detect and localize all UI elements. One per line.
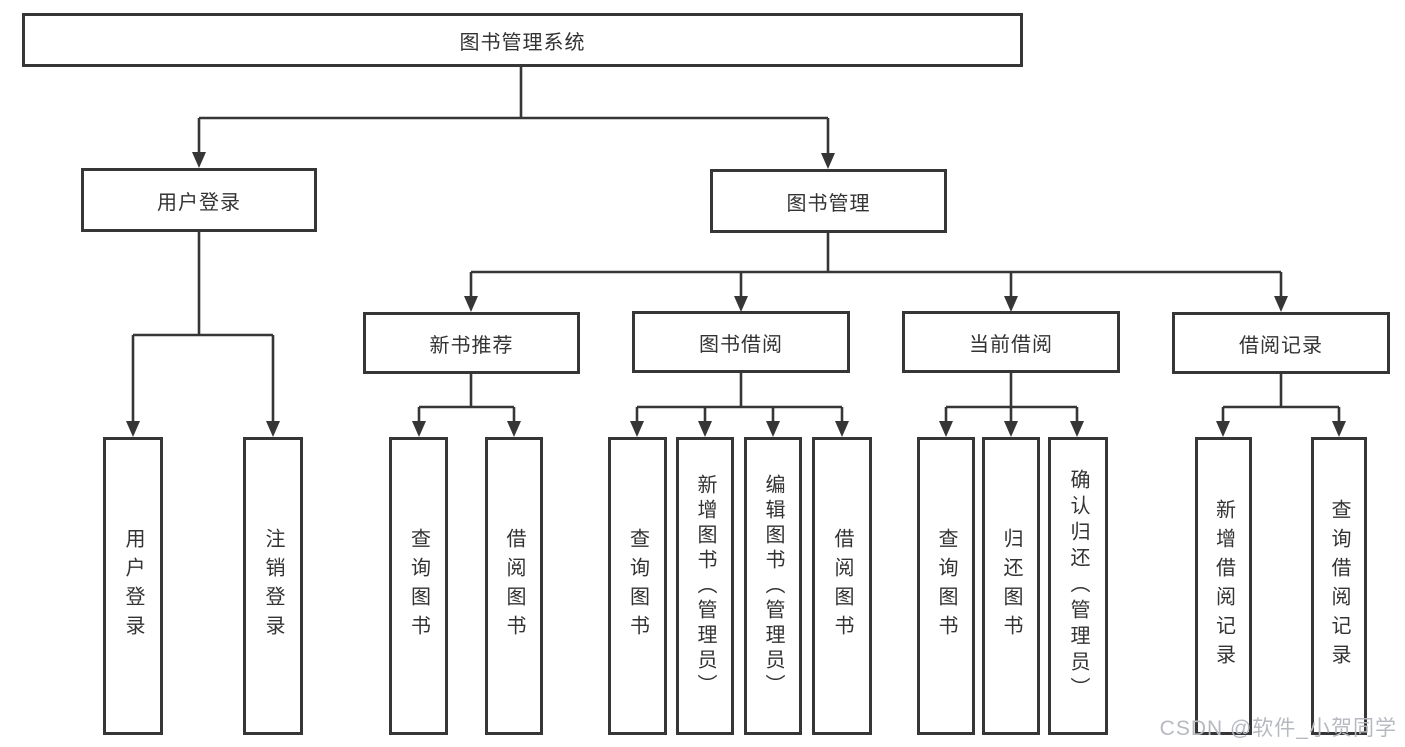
- leaf-confirm-return-admin: 确认归还（管理员）: [1048, 437, 1108, 735]
- arrowhead: [266, 421, 280, 437]
- leaf-borrow-books: 借阅图书: [812, 437, 872, 735]
- node-current-borrowing: 当前借阅: [902, 311, 1120, 373]
- leaf-label: 查询图书: [626, 528, 649, 644]
- arrowhead: [464, 296, 478, 312]
- leaf-query-books-borrow: 查询图书: [608, 437, 667, 735]
- leaf-label: 新增借阅记录: [1212, 499, 1235, 673]
- leaf-label: 借阅图书: [503, 528, 525, 644]
- node-book-borrowing: 图书借阅: [632, 311, 850, 373]
- arrowhead: [1274, 296, 1288, 312]
- leaf-label: 新增图书（管理员）: [694, 473, 716, 699]
- leaf-label: 用户登录: [122, 528, 144, 644]
- leaf-label: 查询借阅记录: [1328, 499, 1350, 673]
- leaf-query-borrow-record: 查询借阅记录: [1311, 437, 1367, 735]
- leaf-logout: 注销登录: [243, 437, 303, 735]
- leaf-query-books-current: 查询图书: [917, 437, 975, 735]
- arrowhead: [1332, 421, 1346, 437]
- node-book-management: 图书管理: [710, 169, 947, 233]
- node-library-management-system: 图书管理系统: [22, 13, 1023, 67]
- arrowhead: [1070, 421, 1084, 437]
- arrowhead: [734, 296, 748, 312]
- leaf-label: 查询图书: [407, 528, 430, 644]
- arrowhead: [939, 421, 953, 437]
- arrowhead: [766, 421, 780, 437]
- leaf-label: 借阅图书: [831, 528, 853, 644]
- arrowhead: [1216, 421, 1230, 437]
- leaf-edit-books-admin: 编辑图书（管理员）: [744, 437, 802, 735]
- leaf-label: 注销登录: [262, 528, 284, 644]
- leaf-return-books: 归还图书: [982, 437, 1040, 735]
- arrowhead: [630, 421, 644, 437]
- leaf-query-books-recommend: 查询图书: [389, 437, 448, 735]
- arrowhead: [698, 421, 712, 437]
- leaf-label: 归还图书: [1000, 528, 1022, 644]
- watermark-csdn: CSDN @软件_小贺同学: [1159, 717, 1397, 740]
- arrowhead: [821, 153, 835, 169]
- leaf-user-login: 用户登录: [103, 437, 163, 735]
- arrowhead: [835, 421, 849, 437]
- arrowhead: [126, 421, 140, 437]
- leaf-label: 查询图书: [935, 528, 957, 644]
- node-borrowing-records: 借阅记录: [1172, 312, 1390, 374]
- leaf-add-borrow-record: 新增借阅记录: [1195, 437, 1252, 735]
- node-new-book-recommendation: 新书推荐: [363, 312, 580, 374]
- arrowhead: [1004, 421, 1018, 437]
- leaf-add-books-admin: 新增图书（管理员）: [676, 437, 734, 735]
- arrowhead: [1004, 296, 1018, 312]
- arrowhead: [192, 152, 206, 168]
- arrowhead: [507, 421, 521, 437]
- leaf-borrow-books-recommend: 借阅图书: [485, 437, 543, 735]
- leaf-label: 确认归还（管理员）: [1067, 469, 1089, 703]
- arrowhead: [412, 421, 426, 437]
- node-user-login: 用户登录: [81, 168, 317, 232]
- leaf-label: 编辑图书（管理员）: [762, 473, 784, 699]
